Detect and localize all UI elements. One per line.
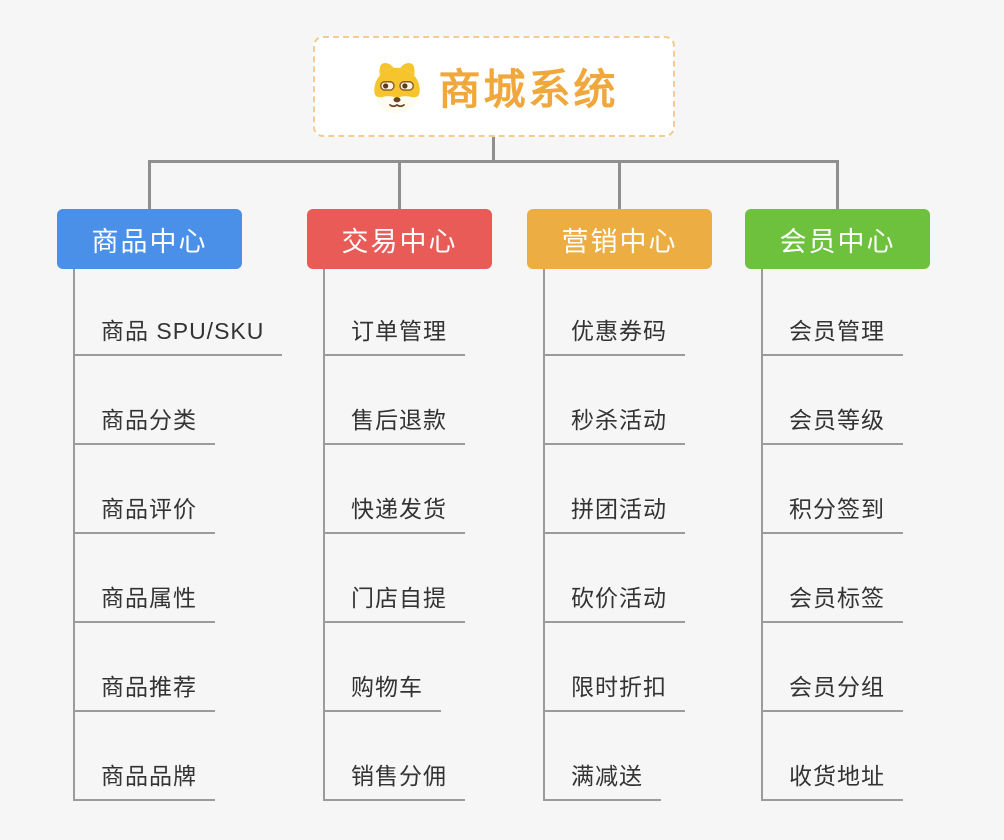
branch-item-label: 商品品牌 <box>75 757 215 801</box>
branch-items: 优惠券码 秒杀活动 拼团活动 砍价活动 限时折扣 满减送 <box>543 269 685 801</box>
dog-face-icon <box>374 62 421 113</box>
root-node[interactable]: 商城系统 <box>313 36 675 137</box>
branch-item[interactable]: 会员等级 <box>763 356 903 445</box>
branch-header-label: 营销中心 <box>561 226 678 257</box>
connector-drop-trade <box>398 160 401 209</box>
branch-item[interactable]: 商品品牌 <box>75 712 282 801</box>
branch-item-label: 商品属性 <box>75 579 215 623</box>
branch-item-label: 订单管理 <box>325 312 465 356</box>
branch-item[interactable]: 拼团活动 <box>545 445 685 534</box>
branch-item[interactable]: 订单管理 <box>325 269 465 356</box>
branch-item-label: 商品分类 <box>75 401 215 445</box>
branch-item[interactable]: 秒杀活动 <box>545 356 685 445</box>
branch-item-label: 满减送 <box>545 757 661 801</box>
branch-item-label: 会员等级 <box>763 401 903 445</box>
connector-drop-marketing <box>618 160 621 209</box>
branch-item[interactable]: 售后退款 <box>325 356 465 445</box>
branch-item-label: 门店自提 <box>325 579 465 623</box>
branch-item-label: 商品评价 <box>75 490 215 534</box>
branch-item[interactable]: 商品 SPU/SKU <box>75 269 283 356</box>
branch-item-label: 秒杀活动 <box>545 401 685 445</box>
branch-item[interactable]: 商品评价 <box>75 445 282 534</box>
branch-item-label: 限时折扣 <box>545 668 685 712</box>
branch-item[interactable]: 商品分类 <box>75 356 282 445</box>
branch-item[interactable]: 快递发货 <box>325 445 465 534</box>
branch-item[interactable]: 会员管理 <box>763 269 903 356</box>
branch-items: 商品 SPU/SKU 商品分类 商品评价 商品属性 商品推荐 商品品牌 <box>73 269 283 801</box>
branch-item-label: 快递发货 <box>325 490 465 534</box>
branch-item-label: 商品 SPU/SKU <box>75 312 283 356</box>
branch-header-member-center[interactable]: 会员中心 <box>745 209 930 269</box>
branch-item-label: 会员分组 <box>763 668 903 712</box>
branch-item-label: 积分签到 <box>763 490 903 534</box>
branch-item[interactable]: 优惠券码 <box>545 269 685 356</box>
branch-item[interactable]: 会员标签 <box>763 534 903 623</box>
branch-item[interactable]: 满减送 <box>545 712 685 801</box>
branch-header-marketing-center[interactable]: 营销中心 <box>527 209 712 269</box>
branch-item[interactable]: 销售分佣 <box>325 712 465 801</box>
branch-product-center: 商品中心 商品 SPU/SKU 商品分类 商品评价 商品属性 商品推荐 商品品牌 <box>57 209 283 801</box>
branch-header-label: 会员中心 <box>779 226 896 257</box>
branch-item-label: 优惠券码 <box>545 312 685 356</box>
branch-header-trade-center[interactable]: 交易中心 <box>307 209 492 269</box>
branch-item-label: 收货地址 <box>763 757 903 801</box>
branch-item-label: 购物车 <box>325 668 441 712</box>
branch-item-label: 售后退款 <box>325 401 465 445</box>
connector-drop-product <box>148 160 151 209</box>
branch-item-label: 拼团活动 <box>545 490 685 534</box>
branch-item[interactable]: 购物车 <box>325 623 465 712</box>
branch-marketing-center: 营销中心 优惠券码 秒杀活动 拼团活动 砍价活动 限时折扣 满减送 <box>527 209 712 801</box>
root-title: 商城系统 <box>438 66 619 113</box>
branch-items: 订单管理 售后退款 快递发货 门店自提 购物车 销售分佣 <box>323 269 465 801</box>
branch-item[interactable]: 商品属性 <box>75 534 282 623</box>
branch-item-label: 砍价活动 <box>545 579 685 623</box>
branch-item[interactable]: 会员分组 <box>763 623 903 712</box>
branch-header-product-center[interactable]: 商品中心 <box>57 209 242 269</box>
branch-trade-center: 交易中心 订单管理 售后退款 快递发货 门店自提 购物车 销售分佣 <box>307 209 492 801</box>
branch-header-label: 交易中心 <box>341 226 458 257</box>
branch-item-label: 销售分佣 <box>325 757 465 801</box>
branch-item[interactable]: 门店自提 <box>325 534 465 623</box>
branch-item[interactable]: 商品推荐 <box>75 623 282 712</box>
connector-drop-member <box>836 160 839 209</box>
branch-item[interactable]: 收货地址 <box>763 712 903 801</box>
branch-item[interactable]: 砍价活动 <box>545 534 685 623</box>
branch-header-label: 商品中心 <box>91 226 208 257</box>
branch-member-center: 会员中心 会员管理 会员等级 积分签到 会员标签 会员分组 收货地址 <box>745 209 930 801</box>
branch-item[interactable]: 限时折扣 <box>545 623 685 712</box>
branch-item[interactable]: 积分签到 <box>763 445 903 534</box>
branch-item-label: 商品推荐 <box>75 668 215 712</box>
branch-items: 会员管理 会员等级 积分签到 会员标签 会员分组 收货地址 <box>761 269 903 801</box>
branch-item-label: 会员标签 <box>763 579 903 623</box>
connector-horizontal-bar <box>148 160 839 163</box>
connector-root-stub <box>492 137 495 161</box>
branch-item-label: 会员管理 <box>763 312 903 356</box>
